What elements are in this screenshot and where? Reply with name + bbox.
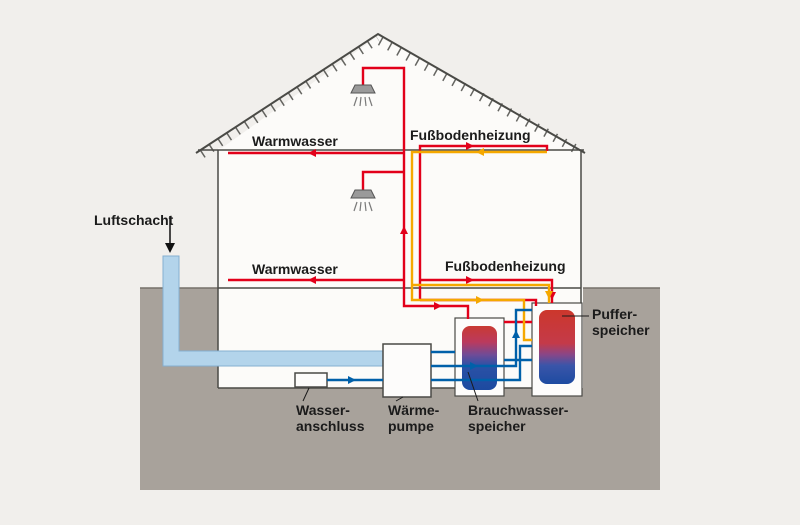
label-buffer-tank-line2: speicher [592, 322, 650, 338]
label-warm-water-upper: Warmwasser [252, 133, 338, 149]
water-connection-box [294, 372, 328, 388]
label-heat-pump-line2: pumpe [388, 418, 434, 434]
label-water-connection-line2: anschluss [296, 418, 365, 434]
label-dhw-tank-line2: speicher [468, 418, 526, 434]
heat-pump-box [382, 343, 432, 398]
house-interior [218, 36, 583, 388]
roof-hatch-left [199, 35, 381, 158]
air-shaft-arrow-icon [165, 216, 175, 253]
label-floor-heating-upper: Fußbodenheizung [410, 127, 531, 143]
shower-icon [350, 84, 376, 107]
buffer-tank [539, 310, 575, 384]
label-water-connection-line1: Wasser- [296, 402, 350, 418]
label-air-shaft: Luftschacht [94, 212, 174, 228]
leader-lines [302, 315, 589, 402]
label-buffer-tank-line1: Puffer- [592, 306, 638, 322]
label-floor-heating-ground: Fußbodenheizung [445, 258, 566, 274]
dhw-tank [462, 326, 497, 390]
cold-water-arrows [348, 330, 520, 384]
label-dhw-tank: Brauchwasser- speicher [468, 402, 568, 434]
label-heat-pump-line1: Wärme- [388, 402, 440, 418]
floor-heating-arrows [476, 148, 553, 304]
hot-water-arrows [308, 142, 556, 310]
label-heat-pump: Wärme- pumpe [388, 402, 439, 434]
label-buffer-tank: Puffer- speicher [592, 306, 650, 338]
label-warm-water-ground: Warmwasser [252, 261, 338, 277]
label-dhw-tank-line1: Brauchwasser- [468, 402, 569, 418]
label-water-connection: Wasser- anschluss [296, 402, 364, 434]
shower-icon [350, 189, 376, 212]
